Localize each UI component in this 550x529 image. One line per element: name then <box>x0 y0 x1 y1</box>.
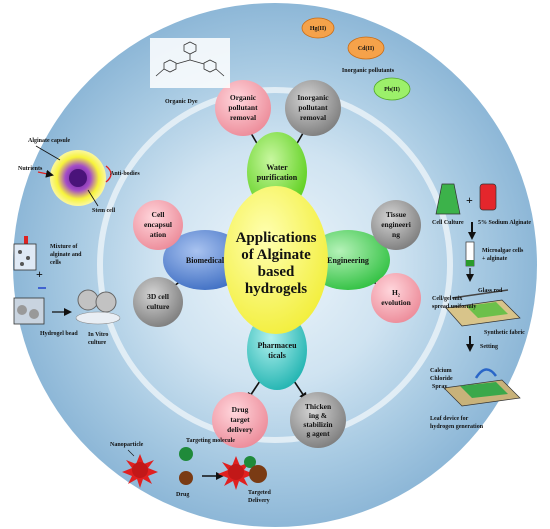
svg-text:Applications: Applications <box>236 230 317 246</box>
petal-pharma-line1: Pharmaceu <box>257 341 297 350</box>
calcium-line1: Calcium <box>430 368 452 374</box>
alginate-capsule-illustration <box>35 145 112 207</box>
app-drug-target <box>212 392 268 448</box>
drug-delivery-illustration <box>122 447 267 490</box>
app-3d-cell-culture <box>133 277 183 327</box>
svg-text:hydrogels: hydrogels <box>245 281 307 297</box>
thick-line2: ing & <box>309 411 327 420</box>
app-thickening <box>290 392 346 448</box>
mix-line2: spread uniformly <box>432 304 476 310</box>
setting-label: Setting <box>480 344 498 350</box>
stem-cell-label: Stem cell <box>92 208 115 214</box>
nutrients-label: Nutrients <box>18 166 43 172</box>
sodium-alginate-label: 5% Sodium Alginate <box>478 220 531 226</box>
pb-label: Pb(II) <box>384 86 400 93</box>
petal-water-line1: Water <box>266 163 288 172</box>
center-title: Applications of Alginate based hydrogels <box>236 230 317 297</box>
organic-line3: removal <box>230 113 256 122</box>
tissue-line1: Tissue <box>386 210 407 219</box>
cell-culture-label: Cell Culture <box>432 220 464 226</box>
drug-line3: delivery <box>227 425 253 434</box>
petal-engineering <box>306 230 390 290</box>
inorganic-pollutants-label: Inorganic pollutants <box>342 68 395 74</box>
organic-line2: pollutant <box>228 103 258 112</box>
pollutant-ovals <box>301 17 411 101</box>
inorganic-line1: Inorganic <box>297 93 329 102</box>
h2-line1: H₂ <box>392 288 401 297</box>
cd-label: Cd(II) <box>358 45 374 52</box>
app-h2-evolution <box>371 273 421 323</box>
mixture-syringe-illustration: + <box>13 236 121 325</box>
leaf-line1: Leaf device for <box>430 416 469 422</box>
targeting-molecule-label: Targeting molecule <box>186 438 235 444</box>
leaf-line2: hydrogen generation <box>430 424 484 430</box>
mixture-line2: alginate and <box>50 252 82 258</box>
calcium-line2: Chloride <box>430 376 453 382</box>
petal-biomedical-label: Biomedical <box>186 256 225 265</box>
mix-line1: Cell/gel mix <box>432 296 463 302</box>
nanoparticle-label: Nanoparticle <box>110 442 144 448</box>
hydrogel-bead-label: Hydrogel bead <box>40 331 78 337</box>
app-inorganic-removal <box>285 80 341 136</box>
h2-line2: evolution <box>381 298 411 307</box>
svg-text:of Alginate: of Alginate <box>241 247 311 263</box>
petal-engineering-label: Engineering <box>327 256 369 265</box>
inorganic-line3: removal <box>300 113 326 122</box>
drug-label: Drug <box>176 492 189 498</box>
targeted-line1: Targeted <box>248 490 271 496</box>
thick-line3: stabilizin <box>303 420 333 429</box>
thick-line1: Thicken <box>305 402 332 411</box>
hg-label: Hg(II) <box>310 25 326 32</box>
encap-line1: Cell <box>152 210 165 219</box>
petal-pharma-line2: ticals <box>268 351 286 360</box>
mixture-line3: cells <box>50 260 62 266</box>
thick-line4: g agent <box>306 429 330 438</box>
synthetic-fabric-label: Synthetic fabric <box>484 330 525 336</box>
invitro-line1: In Vitro <box>88 332 108 338</box>
glass-rod-label: Glass rod <box>478 288 503 294</box>
organic-dye-structure-icon <box>150 38 230 88</box>
app-organic-removal <box>215 80 271 136</box>
inner-ring <box>97 87 453 443</box>
app-tissue-engineering <box>371 200 421 250</box>
culture-line1: 3D cell <box>147 292 169 301</box>
calcium-line3: Spray <box>432 384 447 390</box>
leaf-device-illustration: + <box>435 183 521 407</box>
microalgae-line2: + alginate <box>482 256 508 262</box>
organic-line1: Organic <box>230 93 257 102</box>
culture-line2: culture <box>147 302 170 311</box>
svg-text:+: + <box>36 267 43 281</box>
targeted-line2: Delivery <box>248 498 270 504</box>
tissue-line2: engineeri <box>381 220 411 229</box>
mixture-line1: Mixture of <box>50 244 78 250</box>
capsule-label: Alginate capsule <box>28 138 71 144</box>
inorganic-line2: pollutant <box>298 103 328 112</box>
antibodies-label: Anti-bodies <box>110 171 140 177</box>
organic-dye-label: Organic Dye <box>165 99 198 105</box>
svg-text:based: based <box>258 264 295 280</box>
encap-line3: ation <box>150 230 167 239</box>
app-cell-encapsulation <box>133 200 183 250</box>
microalgae-line1: Microalgae cells <box>482 248 524 254</box>
center-ellipse <box>224 186 328 334</box>
encap-line2: encapsul <box>144 220 172 229</box>
drug-line1: Drug <box>232 405 249 414</box>
svg-text:+: + <box>466 193 473 207</box>
invitro-line2: culture <box>88 340 107 346</box>
petal-water-line2: purification <box>257 173 298 182</box>
tissue-line3: ng <box>392 230 400 239</box>
drug-line2: target <box>230 415 250 424</box>
